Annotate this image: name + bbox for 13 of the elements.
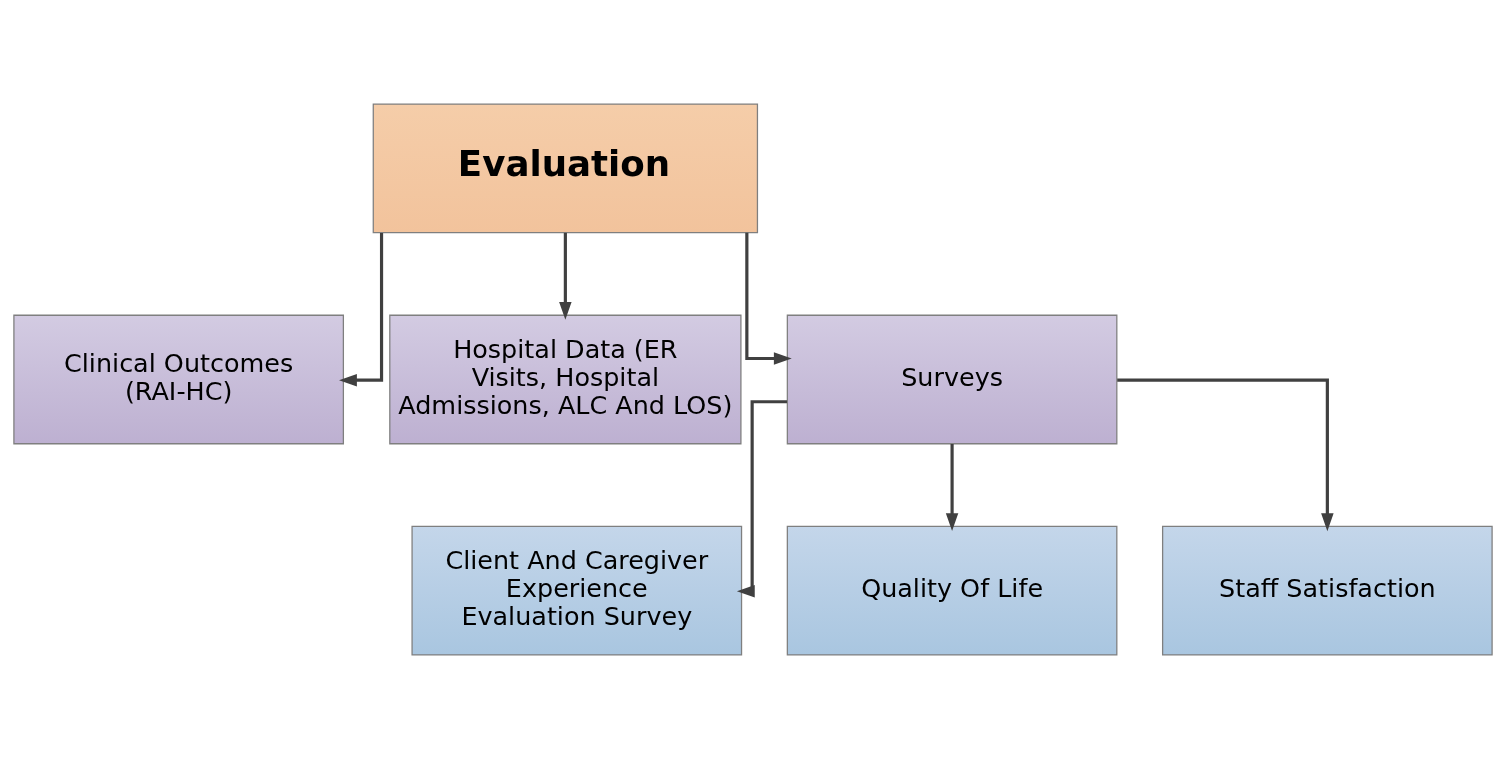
arrow (745, 232, 792, 365)
node-box: Client And Caregiver Experience Evaluation Survey (411, 525, 743, 656)
node-box: Surveys (786, 314, 1118, 444)
arrow (339, 232, 384, 386)
arrow (945, 443, 959, 531)
node-box: Clinical Outcomes (RAI-HC) (13, 314, 344, 444)
node-box: Quality Of Life (786, 525, 1118, 656)
node-box: Hospital Data (ER Visits, Hospital Admissions, ALC And LOS) (389, 314, 742, 444)
arrow (1117, 378, 1334, 531)
arrow (736, 399, 787, 598)
node-box: Staff Satisfaction (1162, 525, 1493, 656)
arrow (559, 232, 572, 320)
node-box: Evaluation (372, 102, 759, 233)
